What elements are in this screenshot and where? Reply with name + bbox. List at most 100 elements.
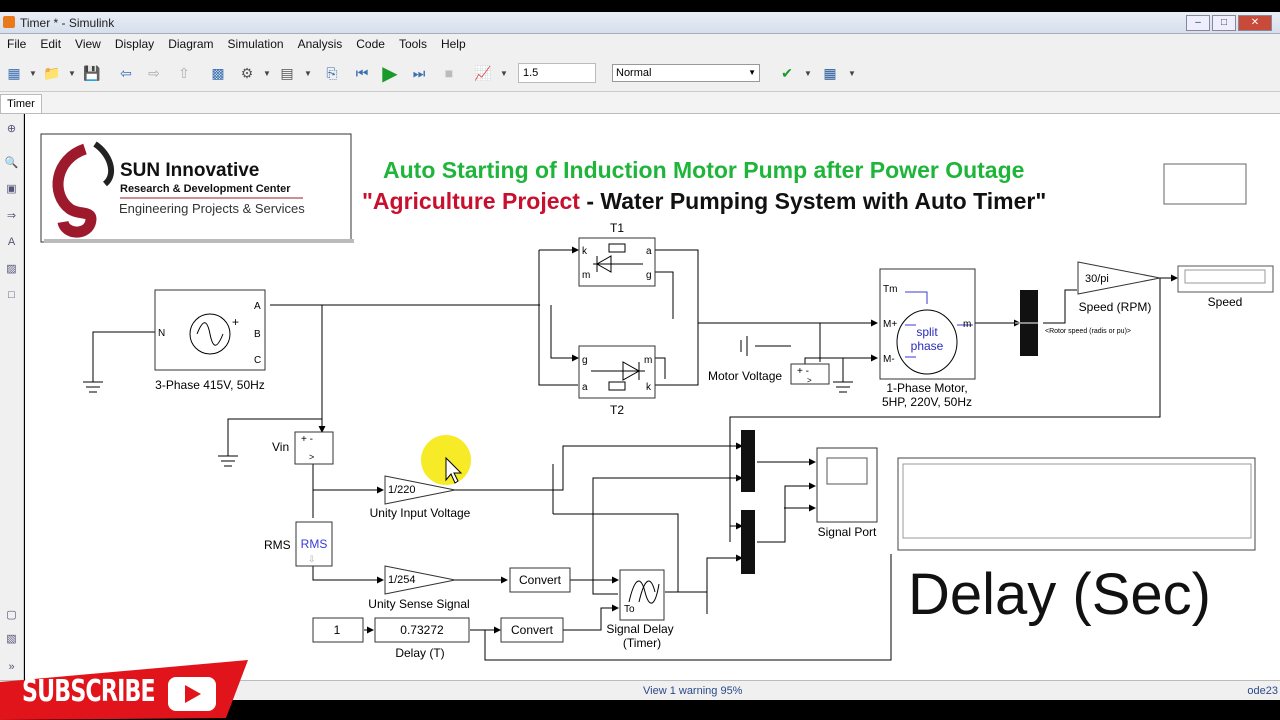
gain-input-block[interactable]: 1/220 [384,475,456,505]
check-dropdown-icon[interactable]: ▼ [804,69,812,78]
delay-constant-block[interactable]: 0.73272 [374,617,470,643]
forward-arrow-icon[interactable]: ⇨ [148,64,160,81]
convert-block-1[interactable]: Convert [509,567,571,593]
model-explorer-icon[interactable]: ▤ [280,64,294,81]
delay-label: Delay (T) [395,646,444,660]
property-icon[interactable]: ▧ [6,633,17,645]
area-icon[interactable]: □ [8,289,15,301]
mux-block-1[interactable] [741,430,755,492]
subscribe-banner[interactable]: SUBSCRIBE [0,660,250,720]
scope-dropdown-icon[interactable]: ▼ [500,69,508,78]
check-icon[interactable]: ✔ [781,64,793,81]
delay-display-block[interactable] [897,457,1256,551]
screenshot-icon[interactable]: ▢ [6,609,17,621]
save-icon[interactable]: 💾 [83,64,101,81]
arrow-icon[interactable]: ⇒ [6,210,17,222]
open-folder-icon[interactable]: 📁 [43,64,61,81]
convert2-label: Convert [511,623,554,637]
open-dropdown-icon[interactable]: ▼ [68,69,76,78]
step-back-icon[interactable]: ⏮ [355,64,369,81]
settings-gear-icon[interactable]: ⚙ [240,64,254,81]
signal-delay-label-2: (Timer) [623,636,661,650]
minimize-button[interactable]: – [1186,15,1210,31]
source-port-n: N [158,328,165,339]
menu-edit[interactable]: Edit [40,37,62,51]
menu-code[interactable]: Code [356,37,385,51]
ground-icons [83,381,853,467]
three-phase-source-block[interactable]: + N A B C [154,289,266,371]
image-icon[interactable]: ▨ [6,263,17,275]
menu-file[interactable]: File [7,37,27,51]
scope-block[interactable] [816,447,878,523]
signal-delay-block[interactable]: To [619,569,665,621]
maximize-button[interactable]: □ [1212,15,1236,31]
scope-icon[interactable]: 📈 [474,64,492,81]
svg-text:>: > [309,452,314,462]
menu-view[interactable]: View [75,37,101,51]
model-canvas[interactable]: SUN Innovative Research & Development Ce… [25,114,1280,680]
hide-explorer-icon[interactable]: ⊕ [6,123,17,135]
thyristor-t1-block[interactable]: k a m g [578,237,656,287]
motor-inner-2: phase [911,339,944,353]
close-button[interactable]: ✕ [1238,15,1272,31]
annotation-icon[interactable]: A [7,236,16,248]
motor-port-mplus: M+ [883,319,897,330]
rms-block[interactable]: RMS ⇩ [295,521,333,567]
fit-view-icon[interactable]: ▣ [6,183,17,195]
gain-sense-block[interactable]: 1/254 [384,565,456,595]
run-play-icon[interactable]: ▶ [382,62,398,85]
thyristor-t2-block[interactable]: g m a k [578,345,656,399]
new-model-icon[interactable]: ▦ [7,64,21,81]
rms-inner: RMS [301,537,328,551]
status-bar: View 1 warning 95% ode23 [0,680,1280,700]
tab-timer[interactable]: Timer [0,94,42,113]
signal-delay-label-1: Signal Delay [606,622,673,636]
settings-dropdown-icon[interactable]: ▼ [263,69,271,78]
up-arrow-icon[interactable]: ⇧ [178,64,190,81]
motor-voltage-block[interactable]: + - > [740,336,830,385]
menu-help[interactable]: Help [440,37,466,51]
svg-text:>: > [807,376,812,385]
motor-port-m: m [963,319,971,330]
explorer-dropdown-icon[interactable]: ▼ [304,69,312,78]
status-text[interactable]: View 1 warning 95% [643,685,743,697]
svg-text:+ -: + - [301,434,313,445]
speed-display-block[interactable] [1177,265,1274,293]
source-port-c: C [254,355,261,366]
simulation-mode-select[interactable]: Normal ▼ [612,64,760,82]
new-dropdown-icon[interactable]: ▼ [29,69,37,78]
mux-block-2[interactable] [741,510,755,574]
vin-label: Vin [272,440,289,454]
gain-sense-label: Unity Sense Signal [368,597,469,611]
constant-block[interactable]: 1 [312,617,364,643]
menu-simulation[interactable]: Simulation [227,37,284,51]
vin-measurement-block[interactable]: + - > [294,431,334,465]
convert1-label: Convert [519,573,562,587]
window-title: Timer * - Simulink [20,16,115,30]
menu-tools[interactable]: Tools [398,37,427,51]
gain-speed-value: 30/pi [1085,273,1109,285]
menu-diagram[interactable]: Diagram [168,37,214,51]
source-port-b: B [254,329,261,340]
motor-voltage-label: Motor Voltage [708,369,782,383]
zoom-icon[interactable]: 🔍 [4,157,19,169]
stop-icon[interactable]: ■ [444,65,454,81]
convert-block-2[interactable]: Convert [500,617,564,643]
delay-big-label: Delay (Sec) [908,562,1211,627]
back-arrow-icon[interactable]: ⇦ [120,64,132,81]
signal-delay-port: To [624,604,635,615]
step-icon[interactable]: ⎘ [326,64,338,81]
empty-display-block[interactable] [1163,163,1247,205]
library-browser-icon[interactable]: ▩ [211,64,225,81]
t2-port-a: a [582,382,588,393]
single-phase-motor-block[interactable]: split phase Tm M+ M- m [879,268,976,380]
collapse-icon[interactable]: » [8,661,15,673]
menu-display[interactable]: Display [114,37,155,51]
menu-analysis[interactable]: Analysis [297,37,343,51]
step-forward-icon[interactable]: ⏭ [412,64,426,81]
constant-value: 1 [334,623,341,637]
gain-speed-block[interactable]: 30/pi [1077,261,1161,295]
stop-time-input[interactable]: 1.5 [518,63,596,83]
grid-icon[interactable]: ▦ [823,64,837,81]
grid-dropdown-icon[interactable]: ▼ [848,69,856,78]
